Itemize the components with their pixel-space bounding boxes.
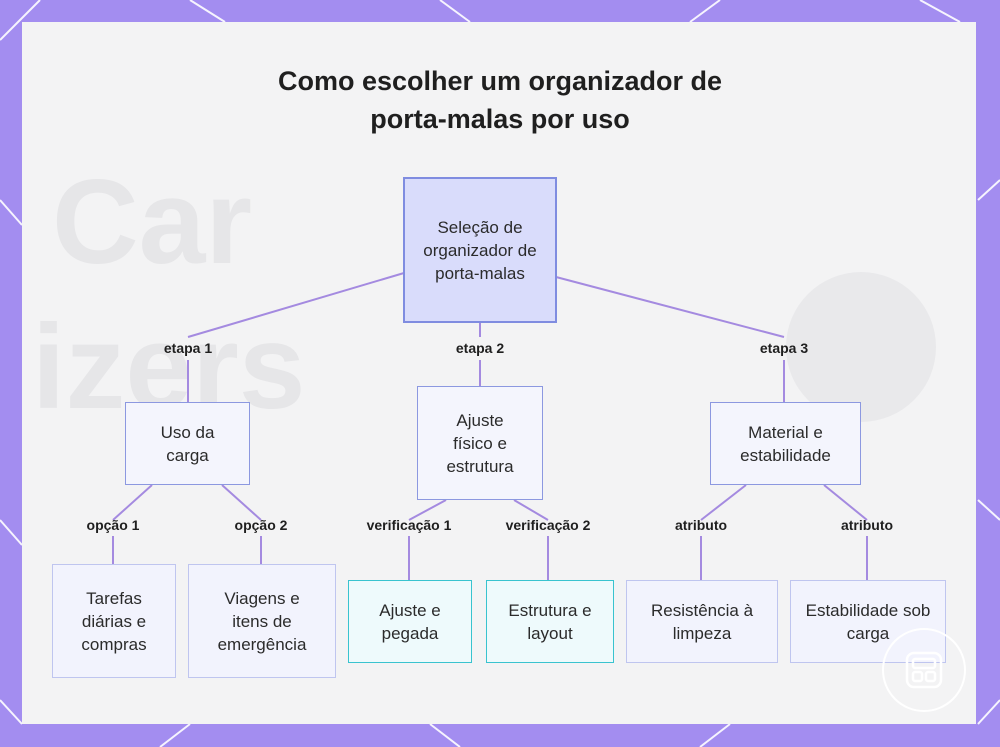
root-node-label: Seleção de organizador de porta-malas xyxy=(423,217,537,283)
leaf-node-4-label: Estrutura e layout xyxy=(508,600,592,643)
branch-node-3: Material e estabilidade xyxy=(710,402,861,485)
leaf-node-5: Resistência à limpeza xyxy=(626,580,778,663)
edge-label-b2-c1: verificação 1 xyxy=(366,517,452,533)
edge-b2-c2 xyxy=(513,499,549,521)
edge-label-b2-c2: verificação 2 xyxy=(505,517,591,533)
edge-root-branch-1 xyxy=(187,272,405,338)
branch-node-2-label: Ajuste físico e estrutura xyxy=(446,410,514,476)
leaf-node-3: Ajuste e pegada xyxy=(348,580,472,663)
page-title: Como escolher um organizador de porta-ma… xyxy=(150,62,850,138)
branch-node-1-label: Uso da carga xyxy=(160,422,215,465)
leaf-node-2: Viagens e itens de emergência xyxy=(188,564,336,678)
edge-b1-c2 xyxy=(221,484,262,521)
edge-label-branch-3: etapa 3 xyxy=(759,340,809,356)
root-node: Seleção de organizador de porta-malas xyxy=(403,177,557,323)
leaf-node-3-label: Ajuste e pegada xyxy=(379,600,441,643)
edge-root-branch-3 xyxy=(555,276,785,338)
branch-node-2: Ajuste físico e estrutura xyxy=(417,386,543,500)
edge-b2-c1 xyxy=(408,499,447,521)
edge-b3-c1 xyxy=(700,484,747,521)
edge-label-branch-2: etapa 2 xyxy=(455,340,505,356)
grid-layout-icon xyxy=(882,628,966,712)
edge-label-branch-1: etapa 1 xyxy=(163,340,213,356)
edge-label-b1-c1: opção 1 xyxy=(86,517,140,533)
edge-b3-c2 xyxy=(823,484,868,521)
background-blob xyxy=(786,272,936,422)
branch-node-3-label: Material e estabilidade xyxy=(740,422,831,465)
leaf-node-2-label: Viagens e itens de emergência xyxy=(217,588,307,654)
leaf-node-1-label: Tarefas diárias e compras xyxy=(81,588,147,654)
edge-label-b1-c2: opção 2 xyxy=(234,517,288,533)
title-line-2: porta-malas por uso xyxy=(370,104,630,134)
edge-b1-c1 xyxy=(112,484,153,521)
edge-label-b3-c2: atributo xyxy=(840,517,894,533)
branch-node-1: Uso da carga xyxy=(125,402,250,485)
leaf-node-5-label: Resistência à limpeza xyxy=(650,600,754,643)
background-word-car: Car xyxy=(52,155,253,289)
title-line-1: Como escolher um organizador de xyxy=(277,66,723,96)
leaf-node-4: Estrutura e layout xyxy=(486,580,614,663)
edge-label-b3-c1: atributo xyxy=(674,517,728,533)
leaf-node-6-label: Estabilidade sob carga xyxy=(805,600,931,643)
leaf-node-1: Tarefas diárias e compras xyxy=(52,564,176,678)
